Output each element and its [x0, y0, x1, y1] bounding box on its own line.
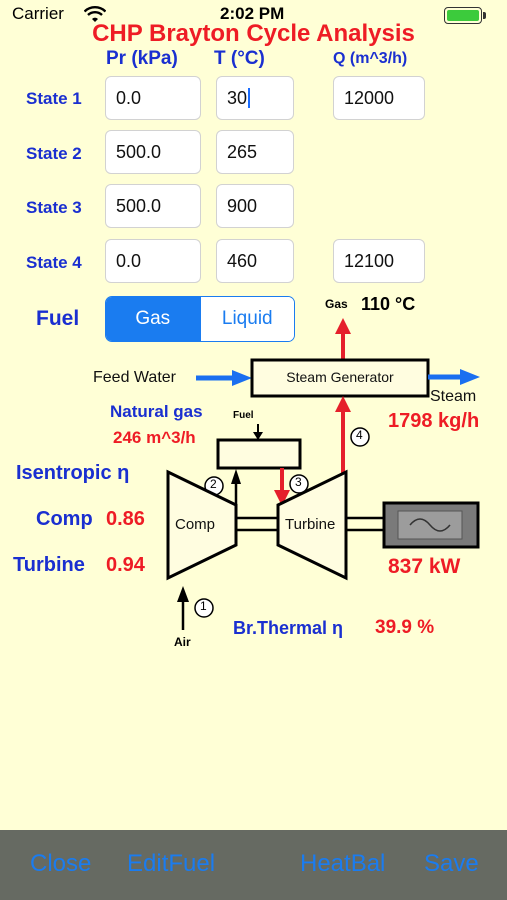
- carrier-label: Carrier: [12, 4, 64, 23]
- state-marker-3: [289, 474, 309, 494]
- steam-generator-label: Steam Generator: [286, 369, 394, 385]
- state-1-pressure-input[interactable]: 0.0: [105, 76, 201, 120]
- feed-water-arrow-head: [232, 370, 252, 386]
- bottom-toolbar: [0, 830, 507, 900]
- state-3-label: State 3: [26, 198, 82, 217]
- turbine-label: Turbine: [285, 516, 336, 533]
- compressor-label: Comp: [175, 516, 216, 533]
- gas-label: Gas: [325, 297, 348, 311]
- gas-temperature: 110 °C: [361, 294, 416, 314]
- fuel-option-gas[interactable]: Gas: [106, 297, 200, 341]
- comp-efficiency-label: Comp: [36, 508, 93, 530]
- power-output-value: 837 kW: [388, 555, 461, 578]
- steam-generator-box: [250, 358, 430, 398]
- turbine-shape: [276, 469, 348, 581]
- fuel-option-liquid[interactable]: Liquid: [199, 297, 294, 341]
- text-cursor: [248, 88, 251, 108]
- combustor-box: [216, 438, 302, 470]
- steam-label: Steam: [430, 388, 477, 405]
- col-header-flow: Q (m^3/h): [333, 50, 408, 67]
- state-3-temperature-input[interactable]: 900: [216, 184, 294, 228]
- state-marker-3-text: 3: [295, 475, 302, 489]
- natural-gas-label: Natural gas: [110, 402, 203, 421]
- close-button[interactable]: Close: [30, 850, 92, 877]
- state-2-label: State 2: [26, 144, 82, 163]
- state-2-pressure-input[interactable]: 500.0: [105, 130, 201, 174]
- state-2-temperature-input[interactable]: 265: [216, 130, 294, 174]
- page-title: CHP Brayton Cycle Analysis: [92, 20, 415, 47]
- turbine-efficiency-value: 0.94: [106, 554, 145, 576]
- state-marker-1-text: 1: [200, 599, 207, 613]
- combustor-outlet-arrow-head: [274, 490, 290, 506]
- steam-rate-value: 1798 kg/h: [388, 410, 480, 432]
- natural-gas-rate: 246 m^3/h: [113, 428, 196, 447]
- isentropic-heading: Isentropic η: [16, 462, 130, 484]
- air-label: Air: [174, 635, 191, 649]
- clock: 2:02 PM: [220, 4, 285, 23]
- compressor-outlet-arrow-head: [231, 469, 241, 484]
- state-1-flow-input[interactable]: 12000: [333, 76, 425, 120]
- state-1-temperature-value: 30: [227, 87, 248, 108]
- state-3-pressure-input[interactable]: 500.0: [105, 184, 201, 228]
- state-4-label: State 4: [26, 253, 82, 272]
- heat-balance-button[interactable]: HeatBal: [300, 850, 386, 877]
- generator-inner: [397, 510, 463, 540]
- state-4-temperature-input[interactable]: 460: [216, 239, 294, 283]
- state-4-flow-input[interactable]: 12100: [333, 239, 425, 283]
- turbine-efficiency-label: Turbine: [13, 554, 85, 576]
- thermal-efficiency-label: Br.Thermal η: [233, 618, 344, 638]
- exhaust-arrow-head: [335, 318, 351, 334]
- comp-efficiency-value: 0.86: [106, 508, 145, 530]
- state-marker-4-text: 4: [356, 428, 363, 442]
- battery-icon: [444, 7, 482, 24]
- fuel-segmented-control: Gas Liquid: [105, 296, 295, 342]
- thermal-efficiency-value: 39.9 %: [375, 617, 435, 638]
- col-header-temperature: T (°C): [214, 48, 265, 69]
- fuel-arrow-head: [253, 432, 263, 440]
- battery-tip: [483, 12, 486, 19]
- air-inlet-arrow-head: [177, 586, 189, 602]
- state-marker-1: [194, 598, 214, 618]
- state-marker-4: [350, 427, 370, 447]
- sine-wave-icon: [409, 518, 451, 532]
- steam-arrow-head: [460, 369, 480, 385]
- fuel-small-label: Fuel: [233, 410, 254, 421]
- state-4-pressure-input[interactable]: 0.0: [105, 239, 201, 283]
- save-button[interactable]: Save: [424, 850, 479, 877]
- feed-water-label: Feed Water: [93, 369, 176, 386]
- state-1-label: State 1: [26, 89, 82, 108]
- brayton-cycle-diagram: [166, 318, 480, 630]
- col-header-pressure: Pr (kPa): [106, 48, 178, 69]
- state-1-temperature-input[interactable]: 30: [216, 76, 294, 120]
- turbine-exhaust-arrow-head: [335, 396, 351, 412]
- state-marker-2-text: 2: [210, 477, 217, 491]
- edit-fuel-button[interactable]: EditFuel: [127, 850, 216, 877]
- fuel-label: Fuel: [36, 307, 80, 330]
- compressor-shape: [166, 469, 238, 581]
- wifi-icon: [84, 6, 106, 22]
